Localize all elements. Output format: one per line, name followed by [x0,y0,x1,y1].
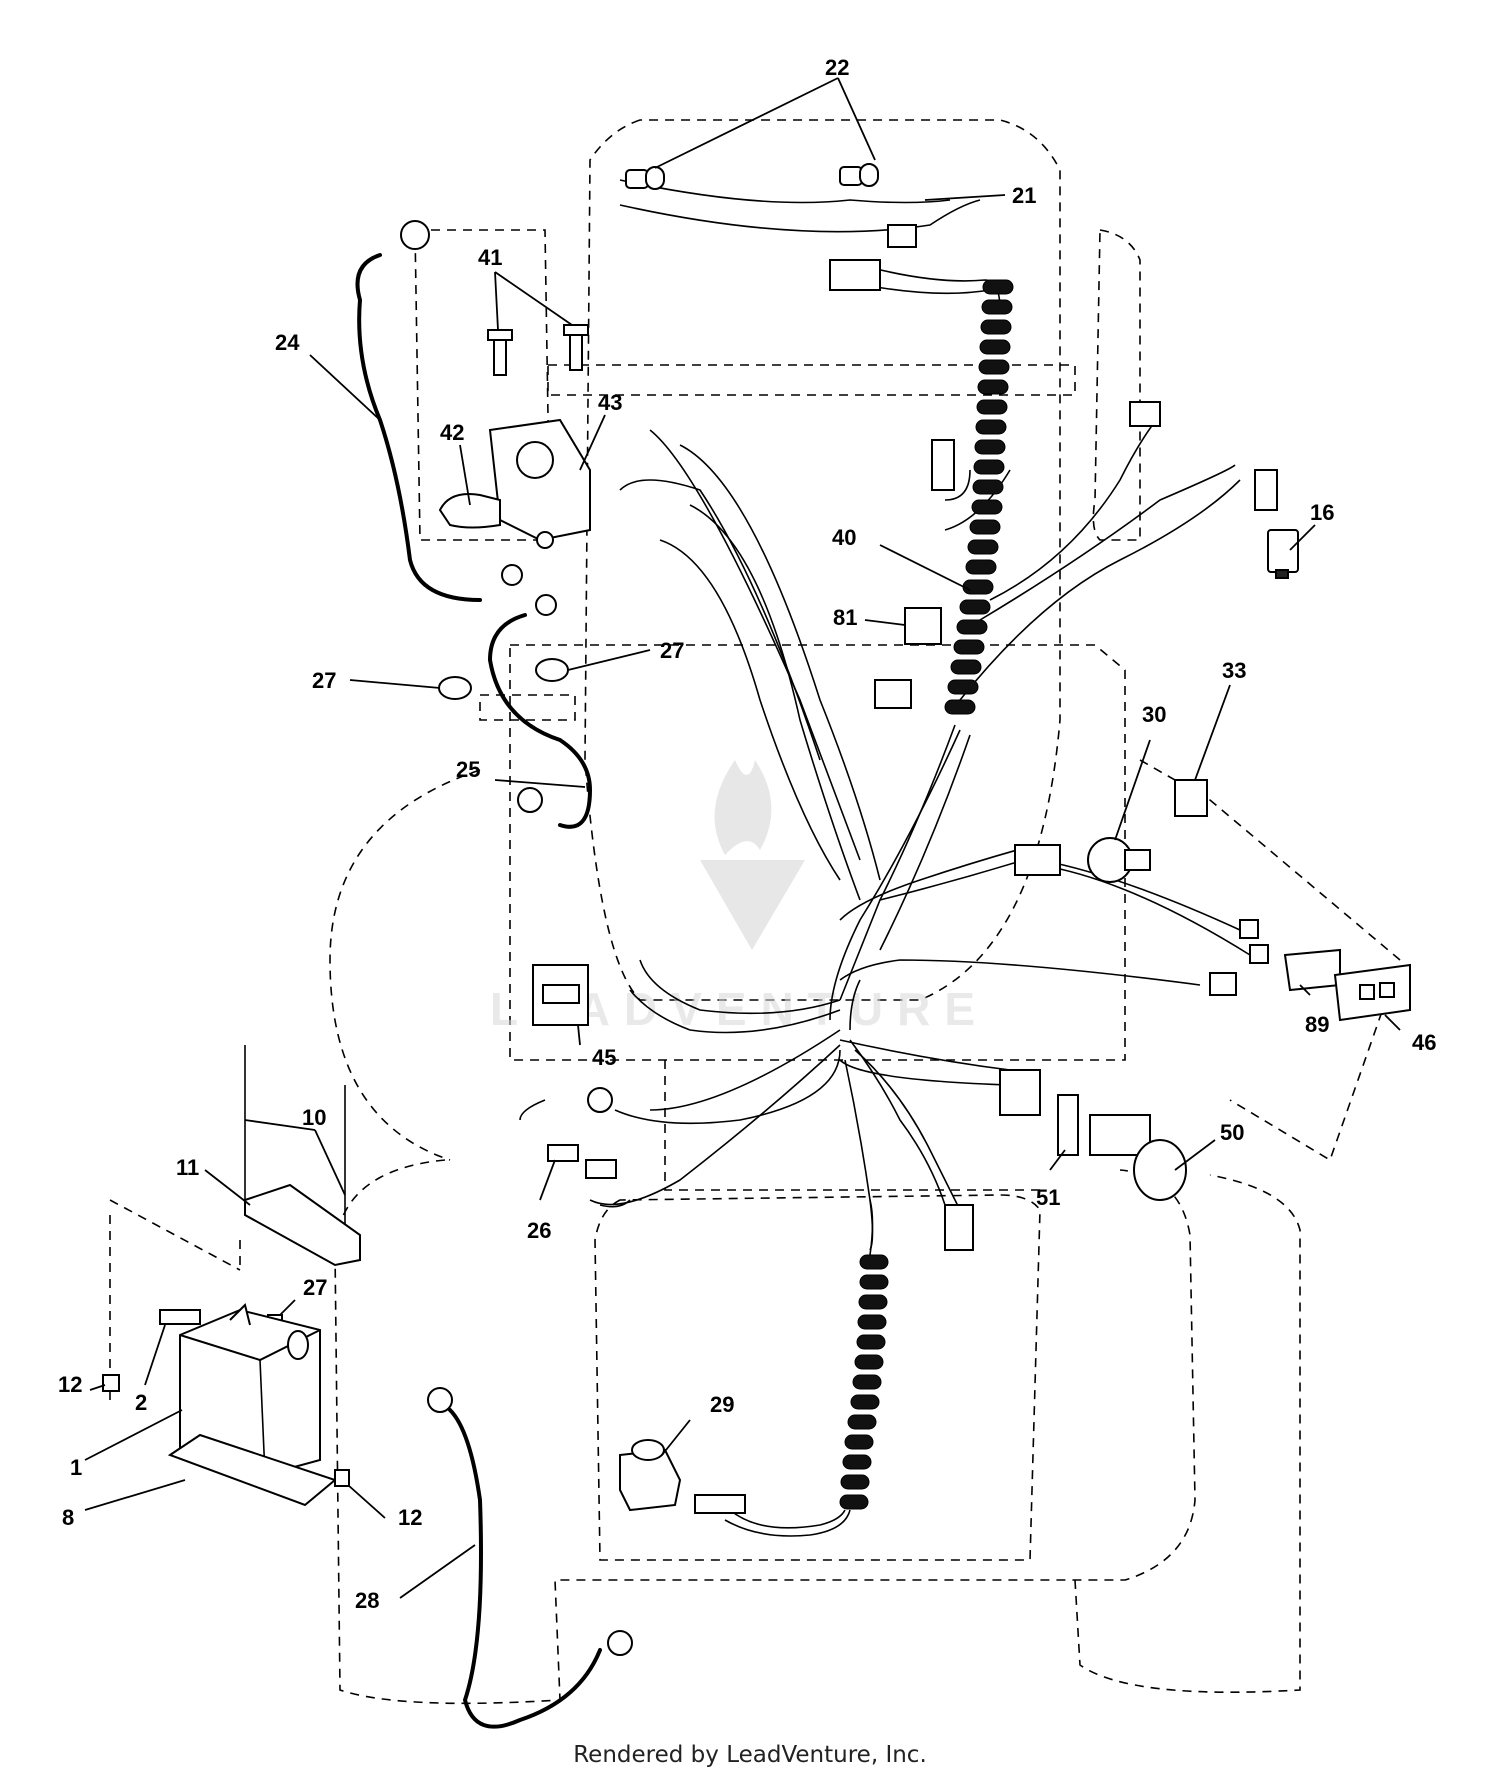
callout-10: 10 [302,1105,326,1130]
callout-27-battery: 27 [303,1275,327,1300]
fuel-gauge [1333,963,1411,1022]
spade-connector-b [1249,944,1269,964]
parts [102,163,1411,1656]
relay [904,607,942,645]
callout-12-left: 12 [58,1372,82,1397]
main-harness-connector [1014,844,1061,876]
side-connector-right [1254,469,1278,511]
gauge-bezel [1283,948,1341,992]
callout-45: 45 [592,1045,616,1070]
callout-33: 33 [1222,658,1246,683]
relay-socket [874,679,912,709]
callout-27-left: 27 [312,668,336,693]
spade-connector-a [1239,919,1259,939]
fuse-holder [1057,1094,1079,1156]
callout-8: 8 [62,1505,74,1530]
terminal-boot [438,493,501,529]
battery-bolt [159,1309,201,1325]
ignition-switch [1087,837,1151,883]
switch-connector [944,1204,974,1251]
interlock-connector [931,439,955,491]
callouts: 22 21 41 24 43 42 16 40 81 27 27 33 30 2… [58,55,1436,1613]
callout-24: 24 [275,330,300,355]
plug-connector [1209,972,1237,996]
callout-42: 42 [440,420,464,445]
harness-connector-top [829,259,881,291]
callout-30: 30 [1142,702,1166,727]
ring-terminals [400,220,633,1656]
pto-switch [1089,1114,1187,1201]
callout-21: 21 [1012,183,1036,208]
callout-89: 89 [1305,1012,1329,1037]
callout-81: 81 [833,605,857,630]
callout-11: 11 [176,1155,199,1180]
callout-28: 28 [355,1588,379,1613]
callout-29: 29 [710,1392,734,1417]
solenoid-bolts [487,324,589,376]
callout-12-right: 12 [398,1505,422,1530]
brake-switch [619,1439,682,1512]
callout-46: 46 [1412,1030,1436,1055]
headlight-connector [887,224,917,248]
callout-26: 26 [527,1218,551,1243]
callout-1: 1 [70,1455,82,1480]
interlock-module [1174,779,1208,817]
callout-25: 25 [456,757,480,782]
callout-2: 2 [135,1390,147,1415]
callout-50: 50 [1220,1120,1244,1145]
callout-22: 22 [825,55,849,80]
hour-meter [532,964,589,1026]
clip-right [334,1469,350,1487]
battery-cables [355,253,602,1729]
battery-bolts [244,1045,346,1235]
callout-27-right: 27 [660,638,684,663]
callout-51: 51 [1036,1185,1060,1210]
callout-43: 43 [598,390,622,415]
harness-connector-lower [999,1069,1041,1116]
headlight-bulb-right [839,163,879,187]
inline-fuse [547,1144,617,1179]
battery-hold-down [244,1183,361,1267]
leader-lines [84,77,1401,1599]
wiring-harness [519,179,1251,1251]
callout-41: 41 [478,245,502,270]
battery [179,1303,321,1477]
starter-solenoid [488,418,591,549]
clip-left [102,1374,120,1392]
headlight-bulb-left [625,166,665,190]
upper-coiled-conduit [944,279,1014,715]
switch-plug [694,1494,746,1514]
callout-16: 16 [1310,500,1334,525]
render-credit-footer: Rendered by LeadVenture, Inc. [573,1742,927,1768]
side-connector-top [1129,401,1161,427]
lower-coiled-conduit [724,1199,889,1537]
seat-switch [1267,529,1299,579]
callout-40: 40 [832,525,856,550]
